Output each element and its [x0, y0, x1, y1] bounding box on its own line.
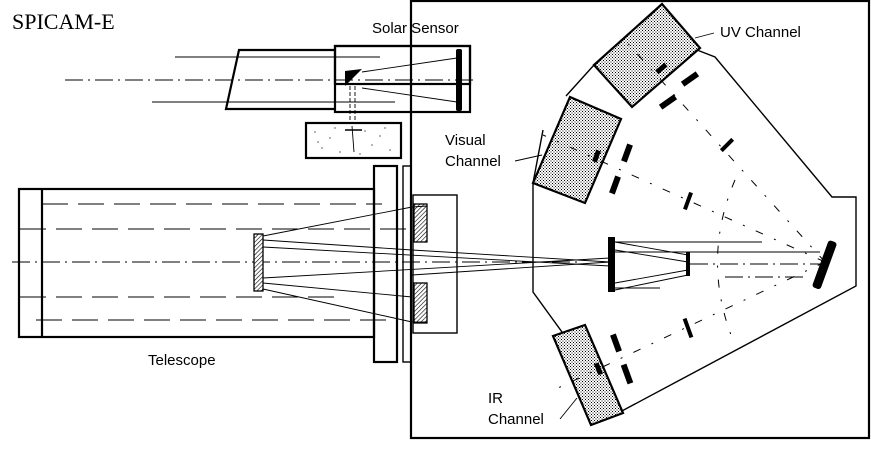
telescope-tube — [17, 187, 376, 339]
uv-channel-detector — [592, 2, 702, 109]
solar-ray-end — [351, 125, 355, 153]
telescope — [12, 164, 611, 364]
labels: Solar Sensor UV Channel Visual Channel T… — [148, 20, 801, 428]
primary-mirror-housing — [412, 194, 458, 334]
telescope-ray — [262, 288, 413, 323]
telescope-ray — [262, 282, 413, 298]
solar-sensor — [65, 44, 475, 160]
visual-channel-label-line1: Visual — [445, 132, 486, 149]
diagram-title: SPICAM-E — [12, 9, 115, 34]
diffraction-grating — [812, 240, 837, 290]
solar-ray — [361, 57, 458, 73]
collimator-mirror — [686, 252, 690, 276]
visual-filter — [609, 175, 621, 195]
visual-channel-label-line2: Channel — [445, 153, 501, 170]
uv-channel-leader — [694, 32, 715, 39]
uv-detector-element — [655, 62, 668, 75]
uv-filter — [719, 137, 735, 153]
visual-filter — [621, 143, 633, 163]
ir-channel-leader — [559, 397, 578, 420]
telescope-flange — [372, 164, 399, 364]
solar-mirror — [456, 49, 462, 111]
telescope-ray — [262, 246, 611, 267]
ir-filter — [620, 363, 634, 385]
ir-channel-label-line2: Channel — [488, 411, 544, 428]
ir-filter — [610, 333, 622, 353]
ir-detector-element — [593, 362, 604, 376]
telescope-flange-plate — [402, 165, 412, 363]
solar-sensor-housing — [333, 44, 472, 114]
telescope-ray — [411, 261, 611, 276]
solar-detector-speckle — [314, 127, 391, 155]
primary-mirror-lower — [413, 282, 428, 324]
uv-filter — [658, 94, 678, 110]
uv-detector-block — [592, 2, 702, 109]
telescope-ray — [262, 239, 413, 251]
visual-filter — [683, 191, 693, 211]
telescope-label: Telescope — [148, 352, 216, 369]
body-edge — [565, 64, 595, 97]
telescope-ray — [411, 205, 428, 208]
uv-channel-label: UV Channel — [720, 24, 801, 41]
spectrometer-body — [532, 49, 857, 413]
uv-filter — [680, 71, 700, 87]
beam-line — [614, 269, 689, 284]
entrance-slit-mirror — [608, 237, 615, 292]
telescope-ray — [411, 249, 611, 263]
spectrometer-optics — [608, 71, 837, 385]
spectrometer-optical-paths — [542, 36, 826, 389]
secondary-mirror — [253, 233, 264, 292]
ir-detector-block — [551, 323, 625, 427]
visual-detector-element — [592, 149, 601, 163]
solar-fold-mirror — [345, 69, 362, 86]
solar-sensor-housing-top — [333, 44, 472, 86]
ir-filter — [682, 317, 694, 339]
solar-ray — [361, 87, 458, 103]
ir-channel-label-line1: IR — [488, 390, 503, 407]
ir-channel-detector — [551, 323, 625, 427]
telescope-ray — [262, 206, 413, 237]
telescope-ray — [262, 257, 611, 279]
primary-mirror-upper — [413, 203, 428, 243]
solar-sensor-label: Solar Sensor — [372, 20, 459, 37]
beam-line — [614, 241, 689, 256]
body-edge — [532, 129, 544, 184]
visual-channel-leader — [514, 154, 543, 162]
beam-line — [614, 249, 689, 263]
focal-arc — [717, 179, 736, 346]
beam-line — [614, 274, 689, 291]
